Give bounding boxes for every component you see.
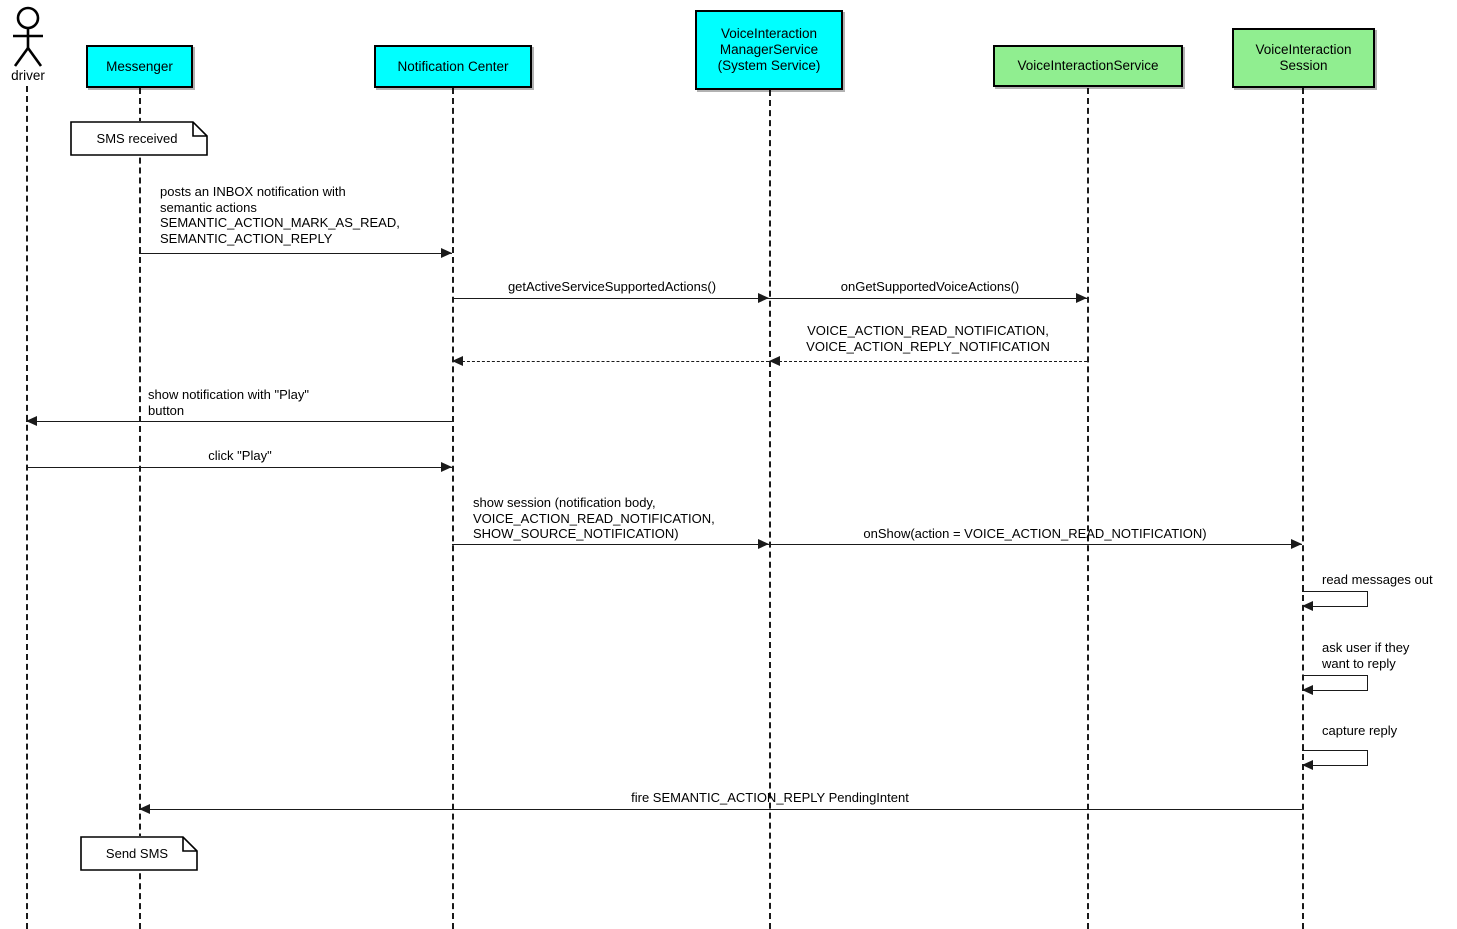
- participant-notification-center-label: Notification Center: [397, 58, 509, 74]
- participant-voiceinteraction-session[interactable]: VoiceInteraction Session: [1232, 28, 1375, 88]
- selfcall-capture-reply-loop: [1302, 750, 1368, 766]
- msg-fire-pending-intent-arrowhead: [139, 803, 150, 814]
- msg-post-inbox-notification-line: [139, 253, 452, 254]
- msg-get-active-service-supported-actions-arrowhead: [758, 292, 769, 303]
- msg-click-play-line: [26, 467, 452, 468]
- msg-fire-pending-intent-line: [139, 809, 1302, 810]
- msg-post-inbox-notification-arrowhead: [441, 247, 452, 258]
- lifeline-notification-center: [452, 88, 454, 929]
- lifeline-driver: [26, 86, 28, 929]
- msg-on-show-arrowhead: [1291, 538, 1302, 549]
- msg-return-voice-actions-to-nc-line: [452, 361, 769, 362]
- msg-click-play-arrowhead: [441, 461, 452, 472]
- msg-return-voice-actions-to-nc-arrowhead: [452, 355, 463, 366]
- msg-show-notification-play-arrowhead: [26, 415, 37, 426]
- selfcall-read-messages-out-label: read messages out: [1322, 572, 1433, 587]
- msg-post-inbox-notification-label: posts an INBOX notification with semanti…: [160, 184, 400, 246]
- selfcall-ask-user-reply-arrowhead: [1302, 685, 1313, 695]
- participant-vi-session-label: VoiceInteraction Session: [1255, 42, 1352, 73]
- lifeline-vims: [769, 90, 771, 929]
- msg-on-get-supported-voice-actions-label: onGetSupportedVoiceActions(): [840, 279, 1020, 294]
- note-send-sms: Send SMS: [80, 836, 198, 871]
- note-sms-received: SMS received: [70, 121, 208, 156]
- msg-click-play-label: click "Play": [208, 448, 272, 463]
- participant-voiceinteraction-manager-service[interactable]: VoiceInteraction ManagerService (System …: [695, 10, 843, 90]
- msg-get-active-service-supported-actions-line: [452, 298, 769, 299]
- selfcall-read-messages-out-arrowhead: [1302, 601, 1313, 611]
- msg-on-show-label: onShow(action = VOICE_ACTION_READ_NOTIFI…: [863, 526, 1207, 541]
- participant-notification-center[interactable]: Notification Center: [374, 45, 532, 88]
- msg-return-voice-actions-arrowhead: [769, 355, 780, 366]
- msg-fire-pending-intent-label: fire SEMANTIC_ACTION_REPLY PendingIntent: [631, 790, 909, 805]
- lifeline-vi-session: [1302, 88, 1304, 929]
- participant-messenger-label: Messenger: [106, 58, 173, 74]
- note-send-sms-text: Send SMS: [105, 846, 169, 861]
- msg-return-voice-actions-label: VOICE_ACTION_READ_NOTIFICATION, VOICE_AC…: [806, 323, 1050, 354]
- msg-show-session-label: show session (notification body, VOICE_A…: [473, 495, 715, 541]
- msg-get-active-service-supported-actions-label: getActiveServiceSupportedActions(): [507, 279, 717, 294]
- participant-vims-label: VoiceInteraction ManagerService (System …: [717, 26, 821, 73]
- lifeline-messenger: [139, 88, 141, 929]
- msg-return-voice-actions-line: [769, 361, 1087, 362]
- msg-on-get-supported-voice-actions-arrowhead: [1076, 292, 1087, 303]
- msg-on-show-line: [769, 544, 1302, 545]
- msg-on-get-supported-voice-actions-line: [769, 298, 1087, 299]
- selfcall-capture-reply-arrowhead: [1302, 760, 1313, 770]
- participant-messenger[interactable]: Messenger: [86, 45, 193, 88]
- actor-driver-icon: [6, 6, 50, 68]
- selfcall-ask-user-reply-loop: [1302, 675, 1368, 691]
- selfcall-capture-reply-label: capture reply: [1322, 723, 1398, 738]
- lifeline-vis: [1087, 88, 1089, 929]
- msg-show-notification-play-line: [26, 421, 452, 422]
- note-sms-received-text: SMS received: [96, 131, 178, 146]
- actor-driver-label: driver: [11, 68, 45, 83]
- participant-voiceinteraction-service[interactable]: VoiceInteractionService: [993, 45, 1183, 87]
- msg-show-notification-play-label: show notification with "Play" button: [148, 387, 309, 418]
- selfcall-read-messages-out-loop: [1302, 591, 1368, 607]
- selfcall-ask-user-reply-label: ask user if they want to reply: [1322, 640, 1410, 671]
- participant-vis-label: VoiceInteractionService: [1017, 58, 1159, 73]
- msg-show-session-arrowhead: [758, 538, 769, 549]
- msg-show-session-line: [452, 544, 769, 545]
